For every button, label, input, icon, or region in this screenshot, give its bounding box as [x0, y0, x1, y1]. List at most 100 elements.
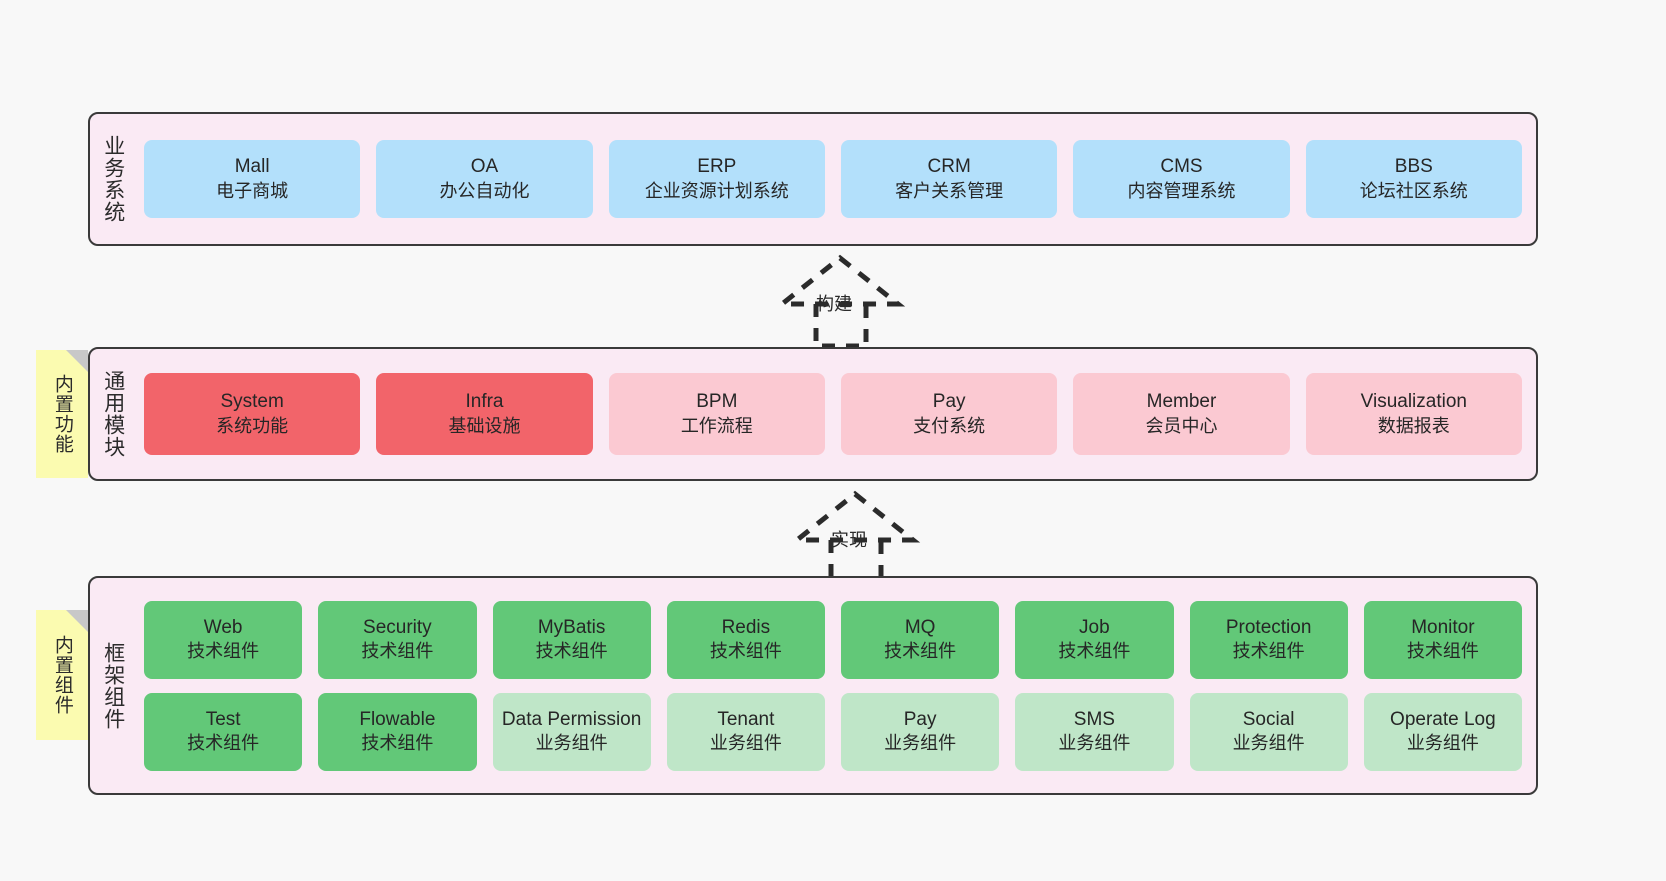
- cell-title: Monitor: [1411, 616, 1475, 638]
- cell-title: Mall: [234, 156, 270, 178]
- cell-monitor[interactable]: Monitor 技术组件: [1363, 600, 1522, 679]
- cell-subtitle: 技术组件: [187, 733, 260, 754]
- cell-subtitle: 内容管理系统: [1127, 180, 1236, 201]
- arrow-implement: 实现: [765, 488, 945, 585]
- cell-subtitle: 数据报表: [1377, 415, 1450, 436]
- cell-mall[interactable]: Mall 电子商城: [144, 140, 361, 218]
- cell-member[interactable]: Member 会员中心: [1073, 373, 1290, 455]
- arrow-implement-label: 实现: [831, 530, 867, 550]
- cell-pay-business[interactable]: Pay 业务组件: [841, 692, 1000, 771]
- cell-title: Social: [1242, 708, 1295, 730]
- cell-subtitle: 业务组件: [1058, 733, 1131, 754]
- cell-title: Infra: [465, 391, 504, 413]
- cell-subtitle: 系统功能: [216, 415, 289, 436]
- cell-title: Tenant: [717, 708, 775, 730]
- note-fold-corner-icon: [66, 350, 88, 372]
- cell-subtitle: 论坛社区系统: [1359, 180, 1468, 201]
- cell-pay[interactable]: Pay 支付系统: [840, 373, 1058, 455]
- cell-social[interactable]: Social 业务组件: [1189, 692, 1348, 771]
- cell-title: Flowable: [359, 708, 436, 730]
- cell-title: Protection: [1225, 616, 1312, 638]
- cell-subtitle: 技术组件: [884, 641, 957, 662]
- cell-subtitle: 技术组件: [535, 641, 608, 662]
- cell-title: Data Permission: [501, 708, 642, 730]
- cell-redis[interactable]: Redis 技术组件: [666, 600, 825, 679]
- cell-visualization[interactable]: Visualization 数据报表: [1305, 373, 1522, 455]
- layer-common-modules: 通用模块 System 系统功能 Infra 基础设施 BPM 工作流程 Pay…: [88, 347, 1538, 481]
- cell-flowable[interactable]: Flowable 技术组件: [318, 692, 477, 771]
- cell-title: CRM: [927, 156, 971, 178]
- cell-title: CMS: [1160, 156, 1203, 178]
- cell-subtitle: 支付系统: [913, 415, 986, 436]
- note-builtin-components: 内置组件: [36, 610, 88, 740]
- note-builtin-features: 内置功能: [36, 350, 88, 478]
- cell-infra[interactable]: Infra 基础设施: [376, 373, 593, 455]
- cell-bpm[interactable]: BPM 工作流程: [608, 373, 825, 455]
- cell-test[interactable]: Test 技术组件: [144, 692, 303, 771]
- cell-title: System: [220, 391, 284, 413]
- cell-title: MyBatis: [537, 616, 606, 638]
- cell-mq[interactable]: MQ 技术组件: [841, 600, 1000, 679]
- cell-subtitle: 技术组件: [1406, 641, 1479, 662]
- layer-framework-components: 框架组件 Web 技术组件 Security 技术组件 MyBatis 技术组件…: [88, 576, 1538, 795]
- layer-title-common-modules: 通用模块: [101, 370, 125, 458]
- cell-tenant[interactable]: Tenant 业务组件: [666, 692, 825, 771]
- arrow-build-icon: [774, 254, 906, 349]
- cell-title: Web: [203, 616, 243, 638]
- cell-subtitle: 技术组件: [361, 641, 434, 662]
- cell-subtitle: 企业资源计划系统: [644, 180, 789, 201]
- arrow-implement-icon: [789, 490, 921, 585]
- cell-subtitle: 业务组件: [1406, 733, 1479, 754]
- cell-cms[interactable]: CMS 内容管理系统: [1073, 140, 1290, 218]
- cell-subtitle: 业务组件: [535, 733, 608, 754]
- cell-title: MQ: [904, 616, 936, 638]
- layer-title-business-systems: 业务系统: [101, 135, 125, 223]
- cell-crm[interactable]: CRM 客户关系管理: [840, 140, 1058, 218]
- cell-subtitle: 业务组件: [1232, 733, 1305, 754]
- cell-row: Test 技术组件 Flowable 技术组件 Data Permission …: [144, 692, 1522, 771]
- layer-title-framework-components: 框架组件: [101, 641, 125, 730]
- cell-row: Web 技术组件 Security 技术组件 MyBatis 技术组件 Redi…: [144, 600, 1522, 679]
- cell-erp[interactable]: ERP 企业资源计划系统: [608, 140, 825, 218]
- cell-subtitle: 会员中心: [1145, 415, 1218, 436]
- cell-title: Test: [205, 708, 241, 730]
- cell-subtitle: 工作流程: [680, 415, 753, 436]
- cell-subtitle: 客户关系管理: [895, 180, 1004, 201]
- cell-row: System 系统功能 Infra 基础设施 BPM 工作流程 Pay 支付系统…: [144, 373, 1522, 455]
- cell-security[interactable]: Security 技术组件: [318, 600, 477, 679]
- arrow-build-label: 构建: [816, 294, 852, 314]
- cell-bbs[interactable]: BBS 论坛社区系统: [1305, 140, 1522, 218]
- layer-business-systems: 业务系统 Mall 电子商城 OA 办公自动化 ERP 企业资源计划系统 CRM…: [88, 112, 1538, 246]
- layer-body-framework-components: Web 技术组件 Security 技术组件 MyBatis 技术组件 Redi…: [136, 578, 1536, 793]
- cell-title: Job: [1079, 616, 1110, 638]
- layer-body-common-modules: System 系统功能 Infra 基础设施 BPM 工作流程 Pay 支付系统…: [136, 349, 1536, 479]
- cell-mybatis[interactable]: MyBatis 技术组件: [492, 600, 651, 679]
- cell-job[interactable]: Job 技术组件: [1015, 600, 1174, 679]
- cell-title: Redis: [721, 616, 771, 638]
- cell-sms[interactable]: SMS 业务组件: [1015, 692, 1174, 771]
- cell-title: BPM: [696, 391, 738, 413]
- cell-title: Pay: [932, 391, 966, 413]
- cell-system[interactable]: System 系统功能: [144, 373, 361, 455]
- note-label: 内置组件: [51, 635, 73, 715]
- cell-web[interactable]: Web 技术组件: [144, 600, 303, 679]
- cell-title: OA: [470, 156, 499, 178]
- cell-title: Security: [363, 616, 432, 638]
- cell-subtitle: 技术组件: [1232, 641, 1305, 662]
- cell-subtitle: 业务组件: [709, 733, 782, 754]
- cell-data-permission[interactable]: Data Permission 业务组件: [492, 692, 651, 771]
- note-fold-corner-icon: [66, 610, 88, 632]
- arrow-build: 构建: [750, 252, 930, 349]
- cell-oa[interactable]: OA 办公自动化: [376, 140, 593, 218]
- cell-title: Operate Log: [1390, 708, 1496, 730]
- cell-subtitle: 电子商城: [216, 180, 289, 201]
- cell-subtitle: 技术组件: [1058, 641, 1131, 662]
- cell-subtitle: 技术组件: [187, 641, 260, 662]
- cell-subtitle: 业务组件: [884, 733, 957, 754]
- cell-title: ERP: [697, 156, 737, 178]
- cell-title: Pay: [903, 708, 937, 730]
- cell-subtitle: 技术组件: [709, 641, 782, 662]
- cell-protection[interactable]: Protection 技术组件: [1189, 600, 1348, 679]
- cell-operate-log[interactable]: Operate Log 业务组件: [1363, 692, 1522, 771]
